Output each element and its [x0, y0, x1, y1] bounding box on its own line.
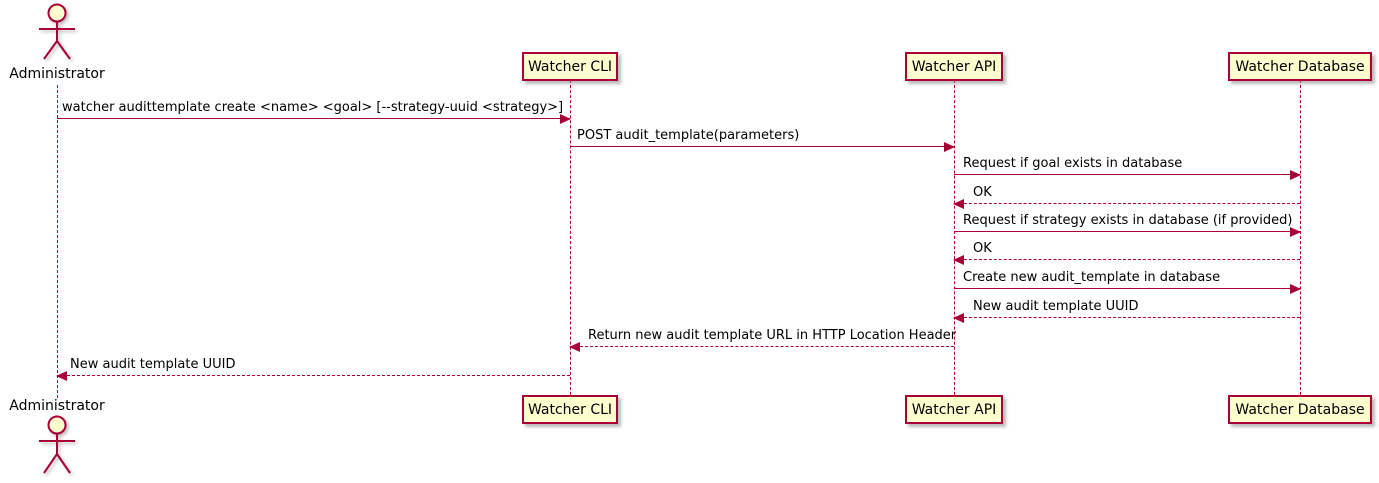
message-label: watcher audittemplate create <name> <goa…: [62, 100, 564, 115]
participant-label: Watcher API: [911, 401, 997, 418]
arrowhead-icon: [560, 114, 571, 124]
participant-label: Watcher CLI: [527, 401, 613, 418]
participant-watcher-database-top: Watcher Database: [1228, 52, 1372, 81]
message-label: New audit template UUID: [70, 357, 236, 372]
participant-watcher-database-bottom: Watcher Database: [1228, 395, 1372, 424]
message-arrow-line: [569, 342, 954, 352]
actor-icon: [39, 3, 75, 60]
lifeline-watcher-api: [954, 80, 955, 395]
message-arrow-line: [953, 199, 1300, 209]
arrowhead-icon: [56, 371, 67, 381]
message-arrow-line: [953, 313, 1300, 323]
message-label: Request if strategy exists in database (…: [963, 213, 1293, 228]
message-arrow-line: [954, 284, 1301, 294]
participant-watcher-api-bottom: Watcher API: [905, 395, 1003, 424]
message-label: Return new audit template URL in HTTP Lo…: [588, 328, 957, 343]
actor-label-administrator-bottom: Administrator: [9, 398, 105, 414]
message-label: OK: [973, 185, 992, 200]
arrowhead-icon: [1290, 227, 1301, 237]
message-arrow-line: [57, 114, 571, 124]
message-label: POST audit_template(parameters): [577, 128, 800, 143]
actor-icon: [39, 415, 75, 474]
participant-watcher-api-top: Watcher API: [905, 52, 1003, 81]
actor-label-administrator-top: Administrator: [9, 66, 105, 82]
arrowhead-icon: [944, 142, 955, 152]
message-label: OK: [973, 241, 992, 256]
message-label: Create new audit_template in database: [963, 270, 1221, 285]
message-label: New audit template UUID: [973, 299, 1139, 314]
arrowhead-icon: [569, 342, 580, 352]
participant-watcher-cli-top: Watcher CLI: [522, 52, 618, 81]
lifeline-watcher-cli: [570, 80, 571, 395]
participant-label: Watcher Database: [1235, 401, 1365, 418]
message-arrow-line: [954, 227, 1301, 237]
lifeline-administrator: [57, 85, 58, 398]
message-arrow-line: [570, 142, 955, 152]
arrowhead-icon: [1290, 284, 1301, 294]
message-arrow-line: [953, 255, 1300, 265]
arrowhead-icon: [953, 255, 964, 265]
arrowhead-icon: [953, 199, 964, 209]
message-label: Request if goal exists in database: [963, 156, 1183, 171]
message-arrow-line: [56, 371, 570, 381]
arrowhead-icon: [953, 313, 964, 323]
participant-label: Watcher Database: [1235, 58, 1365, 75]
lifeline-watcher-database: [1300, 80, 1301, 395]
message-arrow-line: [954, 170, 1301, 180]
participant-watcher-cli-bottom: Watcher CLI: [522, 395, 618, 424]
arrowhead-icon: [1290, 170, 1301, 180]
participant-label: Watcher API: [911, 58, 997, 75]
participant-label: Watcher CLI: [527, 58, 613, 75]
